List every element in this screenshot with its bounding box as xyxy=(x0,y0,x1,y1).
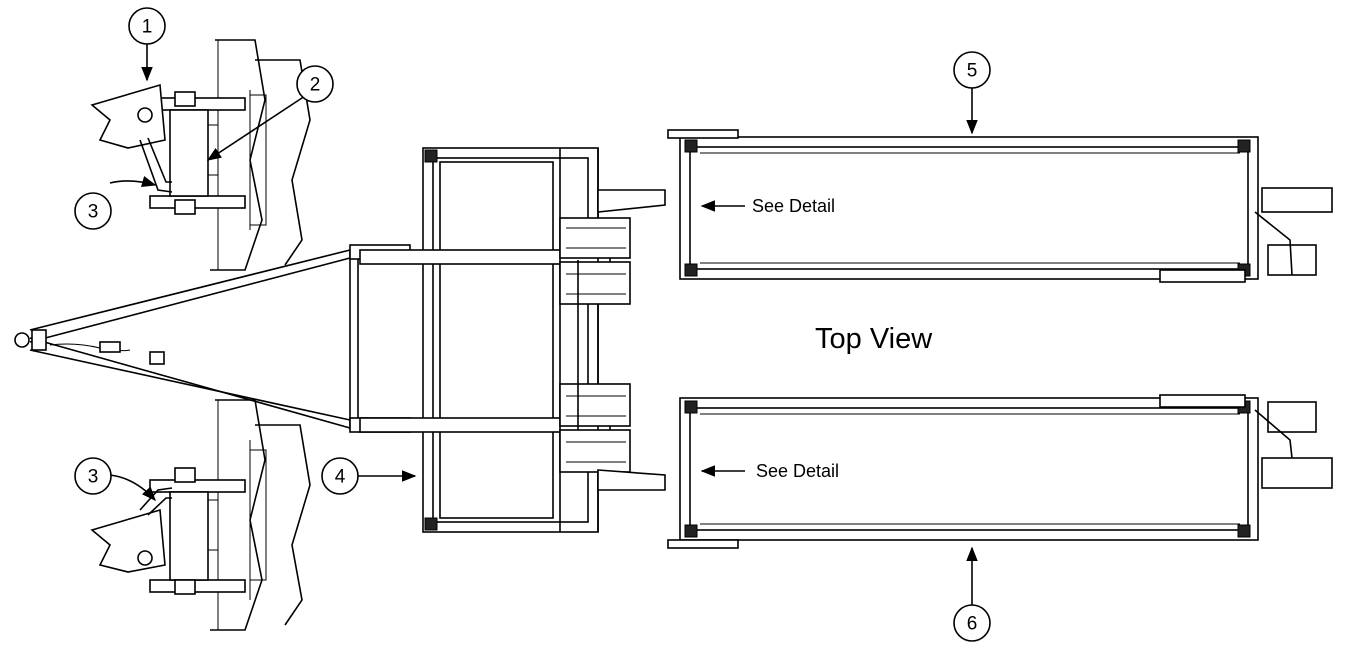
callout-2-number: 2 xyxy=(310,75,321,96)
callout-6: 6 xyxy=(953,604,991,642)
lower-hinge-detail xyxy=(90,399,311,631)
callout-3-lower-number: 3 xyxy=(88,467,99,488)
callout-3-lower: 3 xyxy=(74,457,112,495)
callout-leaders xyxy=(109,44,978,605)
see-detail-upper-label: See Detail xyxy=(752,196,835,216)
callout-4-number: 4 xyxy=(335,467,346,488)
callout-6-number: 6 xyxy=(967,614,978,635)
lower-wing-frame xyxy=(667,394,1333,549)
callout-3-upper-number: 3 xyxy=(88,202,99,223)
callout-2: 2 xyxy=(296,65,334,103)
see-detail-lower-label: See Detail xyxy=(756,461,839,481)
callout-5-number: 5 xyxy=(967,61,978,82)
trailer-tongue xyxy=(14,244,411,433)
callout-4: 4 xyxy=(321,457,359,495)
callout-3-upper: 3 xyxy=(74,192,112,230)
callout-1: 1 xyxy=(128,7,166,45)
callout-1-number: 1 xyxy=(142,17,153,38)
center-frame xyxy=(359,147,666,533)
upper-wing-frame xyxy=(667,129,1333,283)
upper-hinge-detail xyxy=(90,39,311,271)
callout-5: 5 xyxy=(953,51,991,89)
top-view-title: Top View xyxy=(815,323,933,355)
